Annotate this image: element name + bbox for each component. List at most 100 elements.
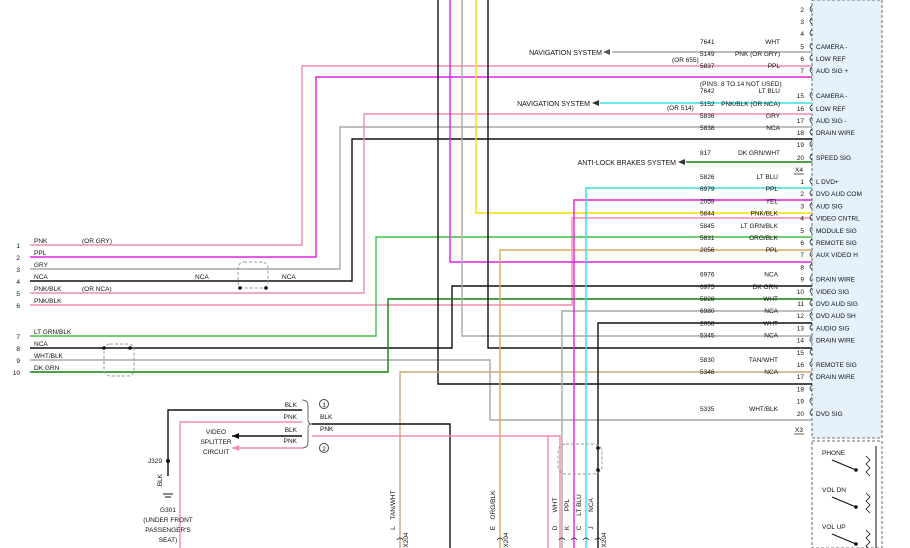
x4-signal: SPEED SIG xyxy=(816,155,851,162)
x3-signal: DVD AUD COM xyxy=(816,191,862,198)
x3-pin-number: 16 xyxy=(797,362,805,369)
x3-wire-color: NCA xyxy=(764,369,778,376)
x4-terminal xyxy=(809,116,813,124)
x3-signal: DRAIN WIRE xyxy=(816,338,856,345)
x4-wire-color: NCA xyxy=(766,125,780,132)
shield-left-bottom xyxy=(103,343,135,377)
x3-signal: DVD AUD SIG xyxy=(816,301,858,308)
x3-circuit: 5345 xyxy=(700,333,715,340)
left-wire-color: NCA xyxy=(34,341,48,348)
x3-circuit: 6980 xyxy=(700,308,715,315)
x3-pin-number: 20 xyxy=(797,411,805,418)
x4-signal: CAMERA - xyxy=(816,93,847,100)
x3-signal: VIDEO CNTRL xyxy=(816,216,860,223)
x4-circuit: 5149 xyxy=(700,51,715,58)
x4-pins-note: (PINS: 8 TO 14 NOT USED) xyxy=(700,81,782,88)
x3-circuit: 5845 xyxy=(700,223,715,230)
bottom-terminal xyxy=(582,537,590,541)
wire-ppl-x3-2 xyxy=(573,199,812,548)
x3-wire-color: WHT/BLK xyxy=(749,406,779,413)
left-wire-color: PNK xyxy=(34,238,48,245)
wire-ltgrnblk-l7 xyxy=(30,236,812,337)
x4-signal: DRAIN WIRE xyxy=(816,130,856,137)
x3-signal: DVD SIG xyxy=(816,411,843,418)
x3-signal: DVD AUD SH xyxy=(816,313,856,320)
x3-pin-number: 17 xyxy=(797,374,805,381)
x4-pin-number: 17 xyxy=(797,118,805,125)
x4-signal: LOW REF xyxy=(816,106,846,113)
shield-bottom xyxy=(557,443,603,475)
left-pin-number: 10 xyxy=(13,370,21,377)
bottom-wire-color: LT BLU xyxy=(576,494,583,516)
x3-wire-color: NCA xyxy=(764,272,778,279)
x4-connector-label: X4 xyxy=(795,167,803,174)
splitter-name: VIDEO xyxy=(206,429,226,436)
x4-pin-number: 16 xyxy=(797,106,805,113)
splitter-name: CIRCUIT xyxy=(203,449,229,456)
splice-dot xyxy=(596,446,600,450)
bottom-wire-color: NCA xyxy=(588,497,595,511)
x3-pin-number: 7 xyxy=(800,252,804,259)
g301-label: G301 xyxy=(160,507,176,514)
x4-pin-number: 4 xyxy=(800,31,804,38)
x3-wire-color: LT GRN/BLK xyxy=(741,223,779,230)
x3-pin-number: 2 xyxy=(800,191,804,198)
left-pin-number: 5 xyxy=(16,291,20,298)
left-pin-number: 6 xyxy=(16,303,20,310)
x4-alt: (OR 655) xyxy=(672,57,699,64)
wire-pnkblk-l5 xyxy=(30,113,812,294)
x3-wire-color: PNK/BLK xyxy=(751,211,779,218)
x3-pin-number: 19 xyxy=(797,399,805,406)
x3-pin-number: 11 xyxy=(797,301,804,308)
x4-wire-color: PNK (OR GRY) xyxy=(735,51,780,58)
x4-signal: AUD SIG - xyxy=(816,118,847,125)
x3-terminal xyxy=(809,250,813,258)
left-wire-color: PNK/BLK xyxy=(34,286,62,293)
x3-circuit: 2056 xyxy=(700,247,715,254)
x3-wire-color: NCA xyxy=(764,308,778,315)
x3-terminal xyxy=(809,336,813,343)
shield-left-top xyxy=(237,261,269,289)
x3-pin-number: 4 xyxy=(800,216,804,223)
wire-ppl-x3-7 xyxy=(449,0,812,263)
x4-signal: AUD SIG + xyxy=(816,68,849,75)
splitter-circle-1 xyxy=(319,399,329,409)
x4-terminal xyxy=(809,17,813,25)
arrow-splitter-pnk xyxy=(232,445,239,451)
x3-circuit: 6976 xyxy=(700,272,715,279)
wire-orgblk-x3-6 xyxy=(499,249,812,548)
left-wire-color: GRY xyxy=(34,262,49,269)
left-pin-number: 9 xyxy=(16,358,20,365)
splitter-wire-label: PNK xyxy=(284,438,298,445)
switch-node xyxy=(854,542,858,546)
x4-wire-color: LT BLU xyxy=(759,88,781,95)
splitter-wire-label: PNK xyxy=(320,426,334,433)
wire-nca-l8 xyxy=(30,285,812,349)
switch-contact xyxy=(831,459,857,471)
x3-terminal xyxy=(809,275,813,282)
switch-phone: PHONE xyxy=(822,450,846,457)
bottom-connector: X204 xyxy=(403,532,410,548)
wire-pnk-bottom xyxy=(547,435,561,548)
x4-pin-number: 20 xyxy=(797,155,805,162)
x3-terminal xyxy=(809,177,813,185)
x4-terminal xyxy=(809,54,813,62)
nav-system-1: NAVIGATION SYSTEM xyxy=(529,50,602,57)
x3-circuit: 5830 xyxy=(700,357,715,364)
splitter-variant-1: 1 xyxy=(322,402,326,409)
x3-signal: L DVD+ xyxy=(816,179,839,186)
x4-pin-number: 18 xyxy=(797,130,805,137)
switch-vol-up: VOL UP xyxy=(822,524,846,531)
x3-terminal xyxy=(809,348,813,356)
x4-terminal xyxy=(809,91,813,99)
x4-alt: (OR 514) xyxy=(667,105,694,112)
x3-pin-number: 13 xyxy=(797,325,805,332)
left-pin-number: 8 xyxy=(16,346,20,353)
wire-ltblu-x3-1 xyxy=(585,187,812,548)
wire-nca-l4 xyxy=(30,138,812,282)
wire-blk-ground xyxy=(167,409,302,476)
x3-pin-number: 18 xyxy=(797,386,805,393)
nav-system-2: NAVIGATION SYSTEM xyxy=(517,101,590,108)
x4-pin-number: 15 xyxy=(797,93,805,100)
